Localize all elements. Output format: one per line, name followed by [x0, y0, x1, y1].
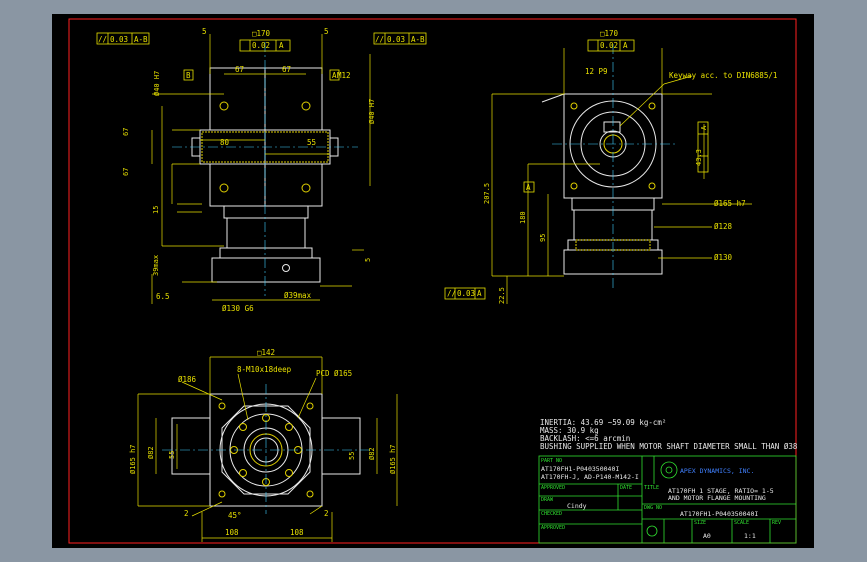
sq142: □142 [257, 348, 275, 357]
dim-39max-vert: 39max [152, 255, 160, 276]
dim-82-right: Ø82 [368, 447, 376, 460]
date-label: DATE [620, 485, 632, 491]
datum-a-vert: A [700, 125, 708, 130]
dim-15-vert: 15 [152, 206, 160, 214]
keyway-note: Keyway acc. to DIN6885/1 [669, 71, 777, 80]
keyway-p9: 12 P9 [585, 67, 608, 76]
dim-39max-front: Ø39max [284, 291, 312, 300]
tol-front-left: 0.03 [110, 35, 128, 44]
dwg-label: DWG NO [644, 505, 662, 511]
dim-2-left: 2 [184, 509, 189, 518]
dim-55: 55 [307, 138, 316, 147]
title-block [538, 455, 797, 544]
cad-viewport[interactable]: // 0.03 A-B // 0.03 A-B 0.02 A □170 B A … [52, 14, 814, 548]
part-line-2: AT170FH-J, AD-P140-M142-I [541, 473, 639, 481]
thread-m12: M12 [337, 71, 351, 80]
part-no-label: PART NO [541, 458, 562, 464]
approved-label: APPROVED [541, 485, 565, 491]
dim-130g6: Ø130 G6 [222, 304, 254, 313]
brand-name: APEX DYNAMICS, INC. [680, 467, 754, 475]
title-line-1: AT170FH 1 STAGE, RATIO= 1-5 [668, 487, 774, 495]
dim-108-left: 108 [225, 528, 239, 537]
datum-b-left: B [186, 71, 191, 80]
dim-67-vert-top: 67 [122, 128, 130, 136]
dim-186: Ø186 [178, 375, 197, 384]
title-label: TITLE [644, 485, 659, 491]
dim-55-right: 55 [348, 452, 356, 460]
dim-82-left: Ø82 [147, 446, 155, 459]
scale-label: SCALE [734, 520, 749, 526]
draw-label: DRAW [541, 497, 554, 503]
pcd-165: PCD Ø165 [316, 369, 352, 378]
dim-5-left: 5 [202, 27, 207, 36]
datum-ab-left: A-B [134, 35, 148, 44]
datum-a-box: A [526, 183, 531, 192]
dim-6-5: 6.5 [156, 292, 170, 301]
dim-130: Ø130 [714, 253, 733, 262]
dim-43-3: 43.3 [695, 149, 703, 166]
drawing-border [68, 18, 797, 544]
dim-165h7-left: Ø165 h7 [129, 444, 137, 474]
approved2-label: APPROVED [541, 525, 565, 531]
dim-2-right: 2 [324, 509, 329, 518]
rev-label: REV [772, 520, 781, 526]
dim-40h7-right: Ø40 H7 [368, 99, 376, 124]
drawer-name: Cindy [567, 502, 587, 510]
dim-165h7-right: Ø165 h7 [389, 444, 397, 474]
flatness-side: 0.02 [600, 41, 618, 50]
cad-drawing[interactable]: // 0.03 A-B // 0.03 A-B 0.02 A □170 B A … [52, 14, 814, 548]
holes-note: 8-M10x18deep [237, 365, 292, 374]
dim-67-vert-bottom: 67 [122, 168, 130, 176]
title-line-2: AND MOTOR FLANGE MOUNTING [668, 494, 766, 502]
part-line-1: AT170FH1-P040350040I [541, 465, 619, 473]
dim-67-left: 67 [235, 65, 244, 74]
dim-207-5: 207.5 [483, 183, 491, 204]
dim-22-5: 22.5 [498, 287, 506, 304]
angle-45: 45° [228, 511, 242, 520]
info-mass: MASS: 30.9 kg [540, 426, 599, 435]
datum-a-side-bottom: A [477, 289, 482, 298]
tol-side: 0.03 [457, 289, 475, 298]
brand-logo [660, 461, 678, 479]
datum-a-right: A [332, 71, 337, 80]
checked-label: CHECKED [541, 511, 562, 517]
dim-80: 80 [220, 138, 230, 147]
dim-5-vert: 5 [364, 258, 372, 262]
side-view [541, 93, 663, 275]
datum-a-front: A [279, 41, 284, 50]
info-inertia: INERTIA: 43.69 ~59.09 kg-cm² [540, 418, 666, 427]
dim-165h7: Ø165 h7 [714, 199, 746, 208]
sq170-front: □170 [252, 29, 271, 38]
dim-40h7-left: Ø40 H7 [153, 71, 161, 96]
dim-108-right: 108 [290, 528, 304, 537]
tol-front-right: 0.03 [387, 35, 405, 44]
dwg-no: AT170FH1-P040350040I [680, 510, 758, 518]
sq170-side: □170 [600, 29, 619, 38]
dim-55-left: 55 [168, 451, 176, 459]
info-backlash: BACKLASH: <=6 arcmin [540, 434, 630, 443]
dim-180: 180 [519, 211, 527, 224]
dim-67-right: 67 [282, 65, 291, 74]
datum-a-side: A [623, 41, 628, 50]
dim-5-right: 5 [324, 27, 329, 36]
svg-text://: // [375, 35, 384, 44]
scale-value: 1:1 [744, 532, 756, 540]
size-value: A0 [703, 532, 711, 540]
dim-95: 95 [539, 234, 547, 242]
dim-128: Ø128 [714, 222, 733, 231]
tol-flatness-sym: // [98, 35, 107, 44]
datum-ab-right: A-B [411, 35, 425, 44]
info-bushing: BUSHING SUPPLIED WHEN MOTOR SHAFT DIAMET… [540, 442, 798, 451]
flatness-value: 0.02 [252, 41, 270, 50]
svg-text://: // [447, 289, 456, 298]
size-label: SIZE [694, 520, 706, 526]
